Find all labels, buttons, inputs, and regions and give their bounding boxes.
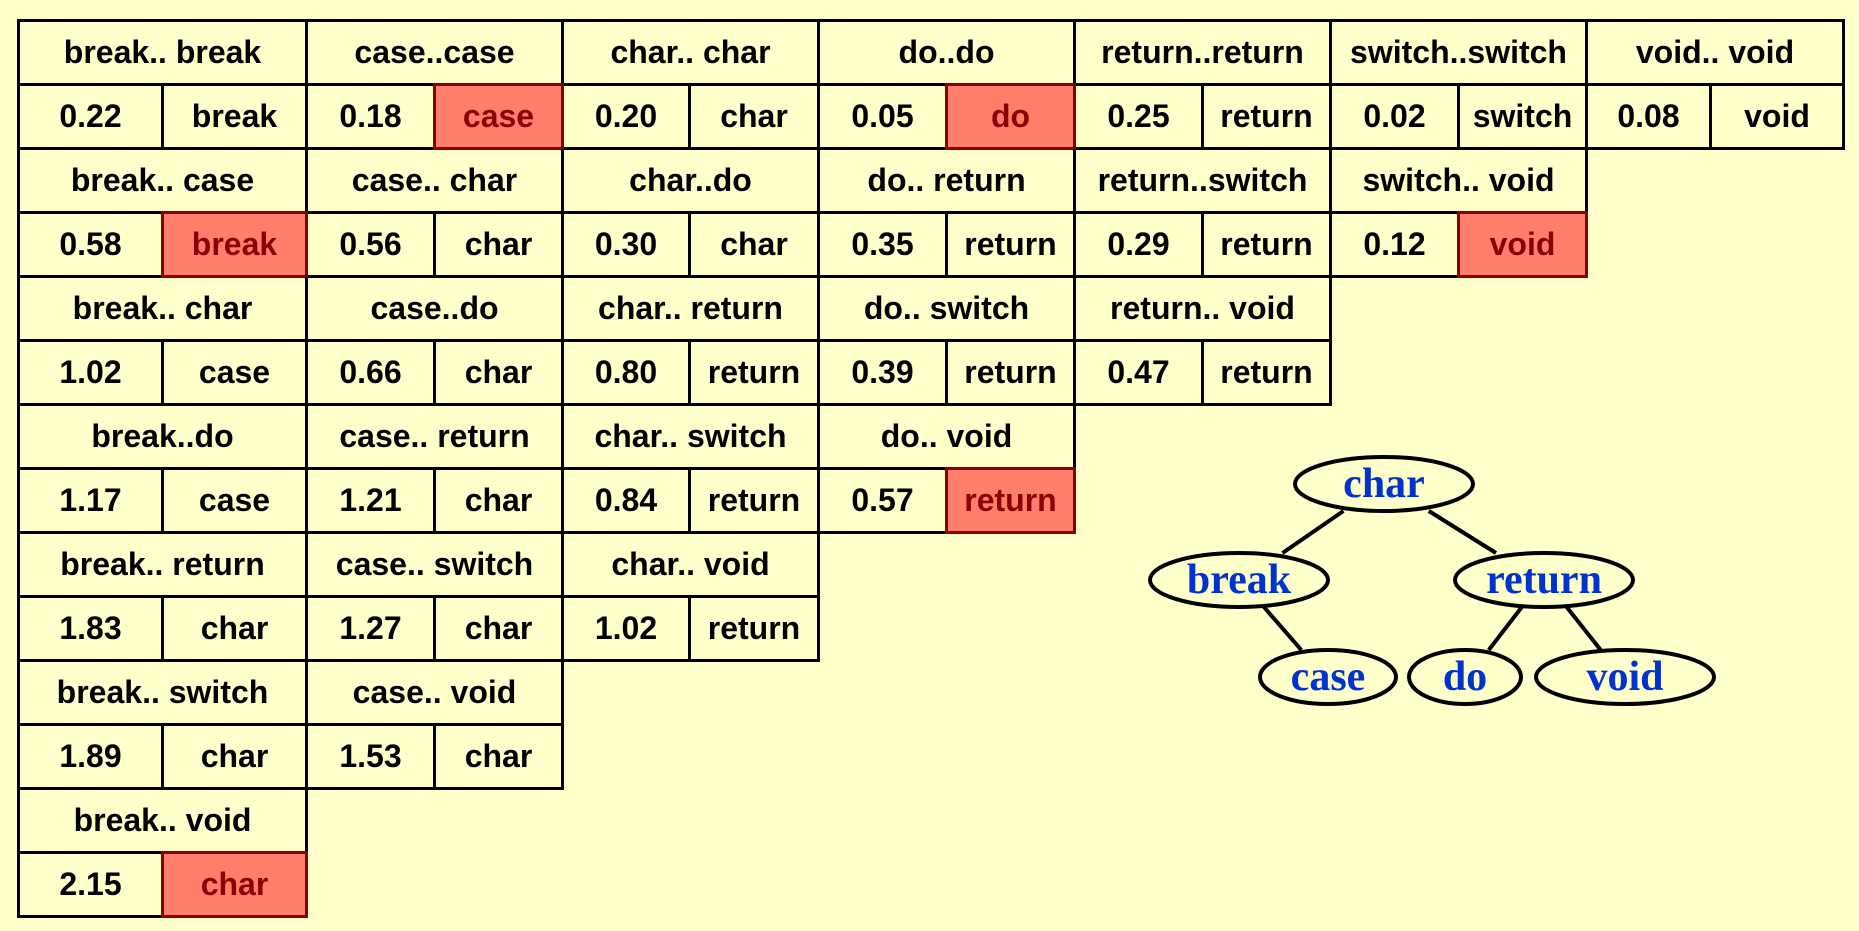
- root-label: char: [161, 595, 308, 662]
- root-label: switch: [1457, 83, 1588, 150]
- pair-header: case.. char: [305, 147, 564, 214]
- node-label: return: [1486, 557, 1602, 603]
- cost-value: 2.15: [17, 851, 164, 918]
- root-label: return: [1201, 339, 1332, 406]
- node-label: case: [1291, 654, 1366, 700]
- node-ellipse: [1148, 551, 1330, 609]
- tree-edge: [1281, 509, 1345, 555]
- cost-value: 0.47: [1073, 339, 1204, 406]
- cost-value: 0.20: [561, 83, 691, 150]
- cost-value: 1.53: [305, 723, 436, 790]
- tree-edge: [1487, 605, 1524, 652]
- root-label-highlighted: case: [433, 83, 564, 150]
- root-label: char: [433, 467, 564, 534]
- tree-edge: [1565, 605, 1603, 652]
- pair-header: break.. void: [17, 787, 308, 854]
- node-label: void: [1586, 654, 1663, 700]
- pair-header: break.. break: [17, 19, 308, 86]
- node-ellipse: [1453, 551, 1635, 609]
- root-label-highlighted: do: [945, 83, 1076, 150]
- cost-value: 0.08: [1585, 83, 1712, 150]
- tree-edge: [1262, 605, 1303, 652]
- pair-header: return..return: [1073, 19, 1332, 86]
- cost-value: 0.58: [17, 211, 164, 278]
- tree-node-case: case: [1258, 648, 1398, 706]
- pair-header: return..switch: [1073, 147, 1332, 214]
- cost-value: 0.80: [561, 339, 691, 406]
- pair-header: break.. switch: [17, 659, 308, 726]
- cost-value: 0.29: [1073, 211, 1204, 278]
- tree-node-void: void: [1534, 648, 1716, 706]
- root-label-highlighted: void: [1457, 211, 1588, 278]
- tree-node-return: return: [1453, 551, 1635, 609]
- tree-node-do: do: [1407, 648, 1523, 706]
- root-label: char: [433, 723, 564, 790]
- node-label: char: [1343, 461, 1425, 507]
- pair-header: do.. return: [817, 147, 1076, 214]
- cost-value: 0.57: [817, 467, 948, 534]
- root-label: char: [433, 339, 564, 406]
- node-label: do: [1443, 654, 1487, 700]
- pair-header: case.. return: [305, 403, 564, 470]
- root-label-highlighted: char: [161, 851, 308, 918]
- root-label-highlighted: break: [161, 211, 308, 278]
- pair-header: case.. void: [305, 659, 564, 726]
- cost-value: 1.21: [305, 467, 436, 534]
- root-label: return: [688, 339, 820, 406]
- tree-edge: [1427, 509, 1498, 555]
- pair-header: break..do: [17, 403, 308, 470]
- pair-header: break.. char: [17, 275, 308, 342]
- cost-value: 1.02: [17, 339, 164, 406]
- node-ellipse: [1534, 648, 1716, 706]
- cost-value: 1.89: [17, 723, 164, 790]
- cost-value: 0.12: [1329, 211, 1460, 278]
- node-ellipse: [1258, 648, 1398, 706]
- pair-header: char.. return: [561, 275, 820, 342]
- cost-value: 1.02: [561, 595, 691, 662]
- pair-header: do.. switch: [817, 275, 1076, 342]
- root-label: return: [945, 211, 1076, 278]
- pair-header: break.. case: [17, 147, 308, 214]
- root-label: void: [1709, 83, 1845, 150]
- root-label: case: [161, 339, 308, 406]
- node-ellipse: [1293, 455, 1475, 513]
- root-label: return: [688, 595, 820, 662]
- pair-header: switch..switch: [1329, 19, 1588, 86]
- node-ellipse: [1407, 648, 1523, 706]
- tree-node-break: break: [1148, 551, 1330, 609]
- pair-header: case..do: [305, 275, 564, 342]
- tree-node-char: char: [1293, 455, 1475, 513]
- pair-header: case..case: [305, 19, 564, 86]
- pair-header: do..do: [817, 19, 1076, 86]
- root-label-highlighted: return: [945, 467, 1076, 534]
- pair-header: char..do: [561, 147, 820, 214]
- cost-value: 0.84: [561, 467, 691, 534]
- root-label: return: [1201, 211, 1332, 278]
- node-label: break: [1187, 557, 1292, 603]
- root-label: char: [433, 211, 564, 278]
- root-label: return: [688, 467, 820, 534]
